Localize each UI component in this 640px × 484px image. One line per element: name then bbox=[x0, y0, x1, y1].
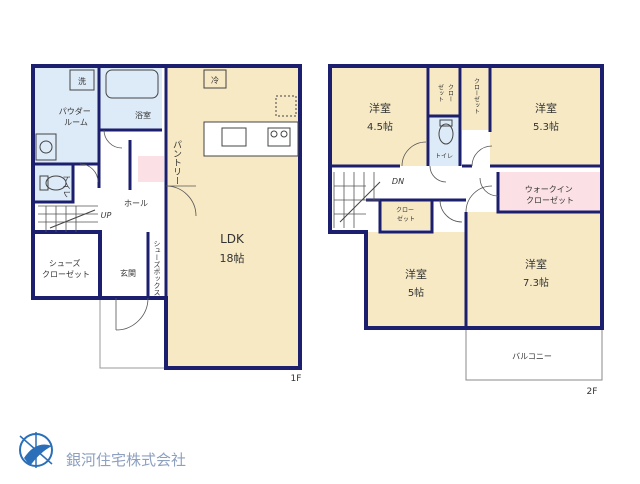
western-b-door bbox=[471, 145, 493, 167]
pantry-label: パントリー bbox=[171, 140, 182, 185]
company-name: 銀河住宅株式会社 bbox=[66, 451, 186, 469]
hall-wall bbox=[97, 140, 132, 190]
walkin-door bbox=[479, 177, 499, 197]
western-d-floor bbox=[466, 212, 602, 328]
closet-b-floor bbox=[462, 66, 490, 130]
ldk-label: LDK bbox=[220, 232, 245, 246]
closet-walls bbox=[428, 66, 492, 166]
closet-c-floor bbox=[380, 200, 432, 230]
closet-a-label: クロー ゼット bbox=[437, 83, 454, 104]
powder-door bbox=[79, 163, 99, 183]
western-b-size: 5.3帖 bbox=[533, 120, 559, 133]
powder-room-label: パウダー ルーム bbox=[59, 106, 94, 127]
walkin-wall bbox=[496, 172, 602, 214]
bath-label: 浴室 bbox=[135, 110, 151, 120]
toilet-wall bbox=[33, 164, 75, 204]
stove-icon bbox=[267, 127, 291, 147]
stairs-2f bbox=[333, 172, 381, 228]
western-d-label: 洋室 bbox=[525, 257, 547, 271]
up-label: UP bbox=[101, 211, 112, 220]
closet-c-line1: クロー bbox=[396, 207, 414, 214]
toilet-label-1f: トイレ bbox=[62, 174, 71, 198]
powder-room-floor bbox=[33, 66, 99, 164]
closet-a-line2: ゼット bbox=[437, 83, 444, 102]
western-b-label: 洋室 bbox=[535, 101, 557, 115]
closet-c-line2: ゼット bbox=[397, 215, 415, 223]
toilet-door-2f bbox=[429, 165, 447, 183]
shoes-closet-label: シューズ クローゼット bbox=[42, 258, 90, 279]
balcony-label: バルコニー bbox=[512, 352, 552, 361]
western-c-size: 5帖 bbox=[408, 286, 424, 299]
western-c-door bbox=[439, 199, 463, 223]
hall-label: ホール bbox=[124, 199, 148, 208]
walkin-floor bbox=[498, 172, 602, 212]
entrance-label: 玄関 bbox=[120, 268, 136, 278]
fridge-icon bbox=[203, 69, 227, 89]
closet-b-label: クローゼット bbox=[473, 78, 480, 114]
toilet-icon-2f bbox=[438, 123, 454, 145]
powder-room-line2: ルーム bbox=[64, 118, 88, 127]
western-a-floor bbox=[330, 66, 428, 166]
ldk-size-label: 18帖 bbox=[220, 252, 245, 265]
western-c-floor bbox=[366, 232, 466, 328]
closet-a-line1: クロー bbox=[447, 84, 454, 102]
shoes-box-label: シューズボックス bbox=[153, 240, 161, 296]
floor1-label: 1F bbox=[291, 374, 302, 384]
western-a-size: 4.5帖 bbox=[367, 120, 393, 133]
shoes-closet-line2: クローゼット bbox=[42, 269, 90, 279]
kitchen-counter bbox=[203, 121, 299, 157]
western-b-floor bbox=[490, 66, 602, 166]
porch bbox=[99, 297, 167, 369]
washer-icon bbox=[69, 69, 95, 91]
closet-a-floor bbox=[430, 66, 460, 116]
western-c-label: 洋室 bbox=[405, 267, 427, 281]
walkin-label: ウォークイン クローゼット bbox=[525, 185, 576, 205]
toilet-icon bbox=[45, 175, 67, 191]
floor2-label: 2F bbox=[587, 387, 598, 397]
western-d-size: 7.3帖 bbox=[523, 276, 549, 289]
kitchen-sink-icon bbox=[221, 127, 247, 147]
western-c-wall bbox=[366, 198, 468, 328]
bathtub-icon bbox=[105, 69, 159, 99]
floor2-outer-wall bbox=[328, 64, 604, 330]
floor1-plan: 洗 パウダー ルーム 浴室 トイレ ホール UP シューズ クローゼット 玄関 … bbox=[31, 64, 302, 384]
entrance-door bbox=[115, 297, 149, 331]
closet-c-label: クロー ゼット bbox=[396, 207, 416, 223]
washer-label: 洗 bbox=[78, 76, 86, 86]
closet-c-wall bbox=[378, 200, 434, 234]
ldk-floor bbox=[166, 66, 300, 368]
pantry-floor bbox=[138, 156, 164, 182]
floor2-plan: 洋室 4.5帖 洋室 5.3帖 クロー ゼット クローゼット トイレ DN ウォ… bbox=[328, 64, 604, 397]
toilet-label-2f: トイレ bbox=[435, 153, 453, 160]
fridge-label: 冷 bbox=[211, 75, 219, 85]
dn-label: DN bbox=[392, 177, 404, 186]
ldk-shelf bbox=[275, 95, 297, 117]
floor1-lower-wall bbox=[31, 232, 100, 300]
shoes-closet-line1: シューズ bbox=[49, 258, 81, 268]
sink-icon bbox=[35, 133, 57, 161]
walkin-line2: クローゼット bbox=[526, 195, 574, 205]
compass-star-logo bbox=[19, 432, 53, 468]
stairs-1f bbox=[38, 205, 98, 232]
walkin-line1: ウォークイン bbox=[525, 185, 573, 194]
balcony-area bbox=[465, 327, 603, 381]
bath-door bbox=[103, 129, 123, 149]
western-d-door bbox=[465, 185, 493, 213]
western-a-label: 洋室 bbox=[369, 101, 391, 115]
ldk-door bbox=[165, 185, 197, 217]
western-a-door bbox=[401, 141, 427, 167]
powder-room-line1: パウダー bbox=[59, 106, 91, 116]
